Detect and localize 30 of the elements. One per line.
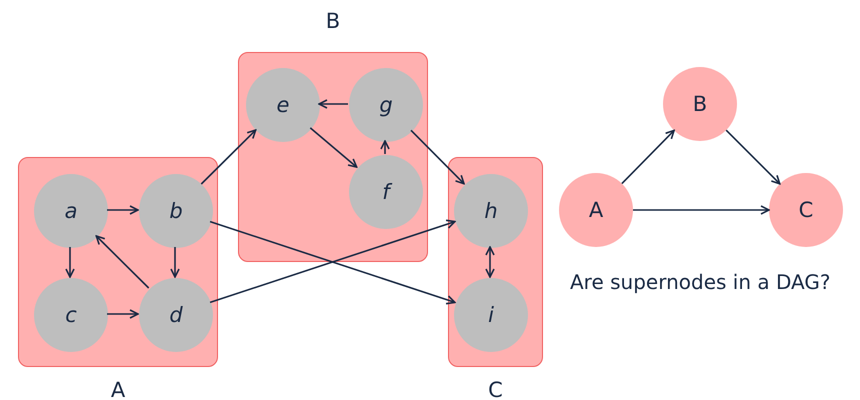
supernode-circle: B — [663, 67, 737, 141]
arrow — [170, 247, 180, 278]
group-label: A — [110, 378, 126, 400]
arrow — [310, 127, 358, 168]
node-circle: i — [454, 278, 528, 352]
arrow — [96, 235, 150, 289]
arrow — [410, 130, 465, 184]
arrow — [485, 246, 495, 278]
node-circle: e — [246, 68, 320, 142]
supernode-circle: C — [769, 173, 843, 247]
arrow — [200, 129, 256, 185]
group-label: B — [326, 9, 340, 33]
node-circle: a — [34, 174, 108, 248]
arrow — [633, 205, 770, 215]
caption: Are supernodes in a DAG? — [570, 270, 830, 294]
arrow — [318, 99, 348, 109]
node-circle: g — [349, 68, 423, 142]
node-circle: f — [349, 155, 423, 229]
arrow — [621, 130, 675, 184]
node-circle: c — [34, 278, 108, 352]
node-circle: d — [139, 278, 213, 352]
arrow — [107, 309, 139, 319]
arrow — [107, 205, 139, 215]
group-label: C — [488, 378, 503, 400]
arrow — [65, 247, 75, 278]
arrow — [726, 130, 781, 185]
supernode-circle: A — [559, 173, 633, 247]
node-circle: h — [454, 174, 528, 248]
arrow — [380, 140, 390, 154]
node-circle: b — [139, 174, 213, 248]
